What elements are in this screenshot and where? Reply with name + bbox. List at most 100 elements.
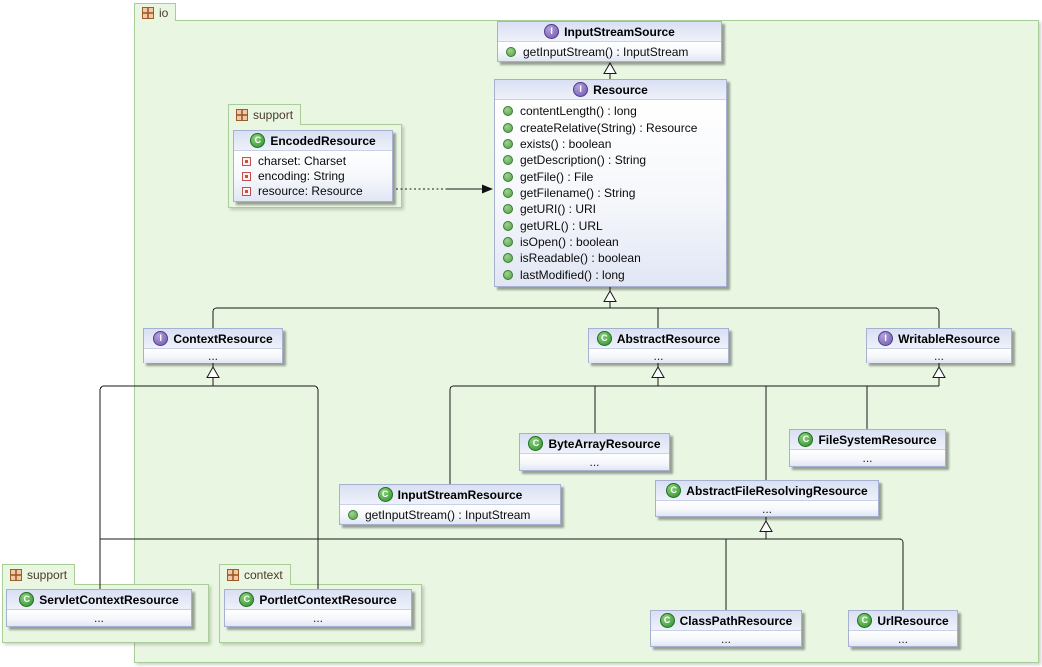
public-method-icon — [503, 204, 513, 215]
public-method-icon — [503, 187, 513, 198]
public-method-icon — [506, 46, 516, 57]
class-header: C InputStreamResource — [340, 485, 560, 505]
method-label: isOpen() : boolean — [520, 234, 619, 249]
method-row[interactable]: contentLength() : long — [495, 105, 726, 117]
class-box-encodedresource[interactable]: C EncodedResource charset: Charset encod… — [233, 130, 393, 202]
generalization-resource-to-inputstreamsource — [603, 61, 617, 79]
package-tab-support-top[interactable]: support — [228, 104, 302, 125]
class-box-bytearrayresource[interactable]: C ByteArrayResource ... — [519, 433, 670, 471]
method-label: getURI() : URI — [520, 202, 597, 217]
public-method-icon — [503, 138, 513, 149]
public-method-icon — [503, 171, 513, 182]
collapsed-members: ... — [589, 455, 600, 469]
class-box-resource[interactable]: I Resource contentLength() : long create… — [494, 79, 727, 287]
method-label: isReadable() : boolean — [520, 251, 641, 266]
class-header: I Resource — [495, 80, 726, 100]
method-label: getInputStream() : InputStream — [523, 44, 689, 59]
collapsed-members: ... — [720, 631, 731, 646]
class-box-abstractfileresolvingresource[interactable]: C AbstractFileResolvingResource ... — [655, 480, 879, 517]
field-row[interactable]: encoding: String — [234, 170, 392, 182]
public-method-icon — [503, 220, 513, 231]
method-row[interactable]: getFile() : File — [495, 171, 726, 183]
method-row[interactable]: createRelative(String) : Resource — [495, 122, 726, 134]
class-box-servletcontextresource[interactable]: C ServletContextResource ... — [6, 589, 192, 627]
class-icon: C — [250, 133, 266, 148]
package-tab-io[interactable]: io — [134, 3, 177, 21]
package-icon — [236, 109, 248, 121]
collapsed-members: ... — [207, 349, 218, 363]
interface-icon: I — [573, 82, 589, 97]
class-box-contextresource[interactable]: I ContextResource ... — [143, 328, 283, 363]
member-list: ... — [589, 349, 728, 363]
class-box-inputstreamresource[interactable]: C InputStreamResource getInputStream() :… — [339, 484, 561, 525]
interface-icon: I — [544, 24, 560, 39]
public-method-icon — [503, 253, 513, 264]
class-box-portletcontextresource[interactable]: C PortletContextResource ... — [224, 589, 412, 627]
method-label: getFile() : File — [520, 169, 594, 184]
field-row[interactable]: resource: Resource — [234, 185, 392, 197]
class-header: C FileSystemResource — [790, 430, 945, 450]
collapsed-members: ... — [93, 611, 104, 625]
class-name: Resource — [593, 82, 648, 97]
class-box-filesystemresource[interactable]: C FileSystemResource ... — [789, 429, 946, 467]
collapsed-members: ... — [862, 451, 873, 465]
class-header: C PortletContextResource — [225, 590, 411, 610]
class-header: I ContextResource — [144, 329, 282, 349]
method-row[interactable]: exists() : boolean — [495, 138, 726, 150]
class-box-inputstreamsource[interactable]: I InputStreamSource getInputStream() : I… — [497, 21, 722, 62]
method-row[interactable]: getInputStream() : InputStream — [498, 46, 721, 58]
method-row[interactable]: getDescription() : String — [495, 154, 726, 166]
class-name: FileSystemResource — [818, 432, 937, 447]
field-row[interactable]: charset: Charset — [234, 155, 392, 167]
method-label: getURL() : URL — [520, 218, 603, 233]
class-box-classpathresource[interactable]: C ClassPathResource ... — [650, 610, 802, 647]
member-list: ... — [849, 631, 957, 646]
association-encodedresource-to-resource — [396, 184, 493, 194]
field-label: encoding: String — [258, 169, 345, 183]
package-icon — [10, 569, 22, 581]
package-tab-support-bottom[interactable]: support — [2, 564, 76, 585]
public-method-icon — [503, 106, 513, 117]
class-name: WritableResource — [898, 331, 1000, 346]
class-name: ClassPathResource — [679, 613, 793, 628]
class-name: UrlResource — [877, 613, 949, 628]
method-row[interactable]: getFilename() : String — [495, 187, 726, 199]
method-row[interactable]: getInputStream() : InputStream — [340, 509, 560, 521]
method-row[interactable]: getURI() : URI — [495, 203, 726, 215]
class-box-urlresource[interactable]: C UrlResource ... — [848, 610, 958, 647]
method-row[interactable]: getURL() : URL — [495, 220, 726, 232]
field-label: charset: Charset — [258, 154, 347, 168]
class-box-writableresource[interactable]: I WritableResource ... — [866, 328, 1012, 363]
method-row[interactable]: isReadable() : boolean — [495, 252, 726, 264]
class-name: InputStreamResource — [397, 487, 523, 502]
method-label: lastModified() : long — [520, 267, 625, 282]
interface-icon: I — [878, 331, 894, 346]
class-icon: C — [596, 331, 612, 346]
class-name: ByteArrayResource — [548, 436, 661, 451]
class-box-abstractresource[interactable]: C AbstractResource ... — [588, 328, 729, 363]
package-tab-context[interactable]: context — [219, 564, 291, 585]
class-name: PortletContextResource — [259, 592, 397, 607]
class-header: C ClassPathResource — [651, 611, 801, 631]
package-label: context — [244, 568, 283, 582]
member-list: ... — [867, 349, 1011, 363]
method-label: contentLength() : long — [520, 104, 637, 119]
field-icon — [242, 156, 251, 166]
method-label: exists() : boolean — [520, 136, 612, 151]
class-icon: C — [666, 483, 682, 498]
class-icon: C — [528, 436, 544, 451]
member-list: ... — [656, 501, 878, 516]
field-label: resource: Resource — [258, 184, 363, 198]
class-icon: C — [659, 613, 675, 628]
class-header: C ByteArrayResource — [520, 434, 669, 454]
method-row[interactable]: lastModified() : long — [495, 269, 726, 281]
member-list: getInputStream() : InputStream — [340, 505, 560, 524]
class-header: C ServletContextResource — [7, 590, 191, 610]
collapsed-members: ... — [933, 349, 944, 363]
method-row[interactable]: isOpen() : boolean — [495, 236, 726, 248]
collapsed-members: ... — [653, 349, 664, 363]
package-label: support — [27, 568, 68, 582]
package-label: support — [253, 108, 294, 122]
